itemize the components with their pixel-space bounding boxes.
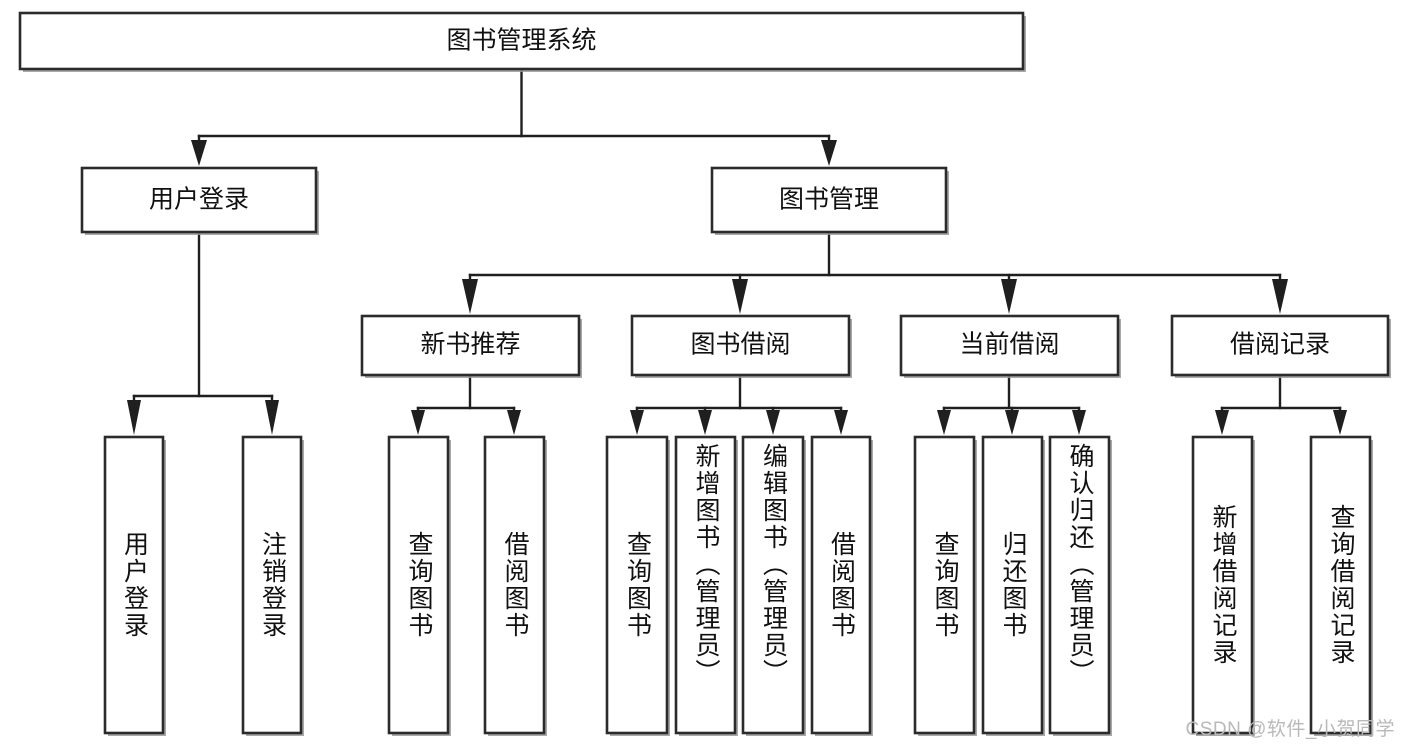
node-current-borrow[interactable]: 当前借阅 xyxy=(899,314,1121,378)
arrow-to-leaf-add-record xyxy=(1215,410,1229,435)
leaf-edit-book-box[interactable] xyxy=(741,435,805,735)
leaf-query-book-2-box[interactable] xyxy=(605,435,669,735)
node-root[interactable]: 图书管理系统 xyxy=(18,11,1026,72)
edges-root-to-level2 xyxy=(191,67,837,166)
edges-bookborrow-to-leaves xyxy=(630,373,848,435)
book-borrow-box[interactable] xyxy=(630,314,851,377)
arrow-to-leaf-query-book-2 xyxy=(630,410,644,435)
csdn-watermark: CSDN @软件_小贺同学 xyxy=(1185,719,1395,740)
arrow-to-leaf-query-book-3 xyxy=(937,410,951,435)
leaf-confirm-return-box[interactable] xyxy=(1048,435,1111,735)
book-borrow-label: 图书借阅 xyxy=(690,331,790,359)
node-user-login[interactable]: 用户登录 xyxy=(80,166,319,235)
leaf-logout-box[interactable] xyxy=(241,435,303,735)
book-manage-label: 图书管理 xyxy=(779,186,879,214)
arrow-to-book-borrow xyxy=(732,279,748,314)
arrow-to-leaf-query-book-1 xyxy=(411,410,425,435)
borrow-record-box[interactable] xyxy=(1170,314,1390,377)
arrow-to-leaf-borrow-book-1 xyxy=(507,410,521,435)
leaf-boxes xyxy=(103,435,1373,736)
arrow-to-leaf-logout xyxy=(265,400,279,435)
leaf-add-record-box[interactable] xyxy=(1191,435,1254,735)
node-borrow-record[interactable]: 借阅记录 xyxy=(1170,314,1391,378)
user-login-box[interactable] xyxy=(80,166,318,234)
leaf-add-book-box[interactable] xyxy=(674,435,737,735)
arrow-to-user-login xyxy=(191,140,207,166)
arrow-to-leaf-borrow-book-2 xyxy=(834,410,848,435)
edges-newbookrec-to-leaves xyxy=(411,373,521,435)
current-borrow-label: 当前借阅 xyxy=(959,331,1059,359)
borrow-record-label: 借阅记录 xyxy=(1230,331,1330,359)
arrow-to-leaf-return-book xyxy=(1005,410,1019,435)
edges-borrowrecord-to-leaves xyxy=(1215,373,1347,435)
arrow-to-book-manage xyxy=(821,140,837,166)
node-new-book-rec[interactable]: 新书推荐 xyxy=(360,314,582,378)
book-manage-box[interactable] xyxy=(710,166,948,234)
edges-bookmanage-to-level3 xyxy=(462,230,1288,314)
leaf-query-book-1-box[interactable] xyxy=(387,435,450,735)
root-box[interactable] xyxy=(18,11,1025,71)
new-book-rec-box[interactable] xyxy=(360,314,581,377)
node-book-manage[interactable]: 图书管理 xyxy=(710,166,949,235)
arrow-to-leaf-edit-book xyxy=(766,410,780,435)
user-login-label: 用户登录 xyxy=(149,186,249,214)
arrow-to-borrow-record xyxy=(1272,279,1288,314)
leaf-return-book-box[interactable] xyxy=(981,435,1044,735)
arrow-to-leaf-add-book xyxy=(698,410,712,435)
edges-userlogin-to-leaves xyxy=(127,230,279,435)
arrow-to-leaf-confirm-return xyxy=(1072,410,1086,435)
arrow-to-leaf-query-record xyxy=(1333,410,1347,435)
new-book-rec-label: 新书推荐 xyxy=(420,331,520,359)
leaf-query-book-3-box[interactable] xyxy=(913,435,976,735)
node-book-borrow[interactable]: 图书借阅 xyxy=(630,314,852,378)
leaf-query-record-box[interactable] xyxy=(1309,435,1372,735)
root-label: 图书管理系统 xyxy=(446,27,596,55)
arrow-to-new-book-rec xyxy=(462,279,478,314)
leaf-borrow-book-1-box[interactable] xyxy=(483,435,546,735)
current-borrow-box[interactable] xyxy=(899,314,1120,377)
leaf-borrow-book-2-box[interactable] xyxy=(810,435,872,735)
leaf-user-login-box[interactable] xyxy=(103,435,165,735)
arrow-to-leaf-user-login xyxy=(127,400,141,435)
arrow-to-current-borrow xyxy=(1001,279,1017,314)
edges-currentborrow-to-leaves xyxy=(937,373,1086,435)
